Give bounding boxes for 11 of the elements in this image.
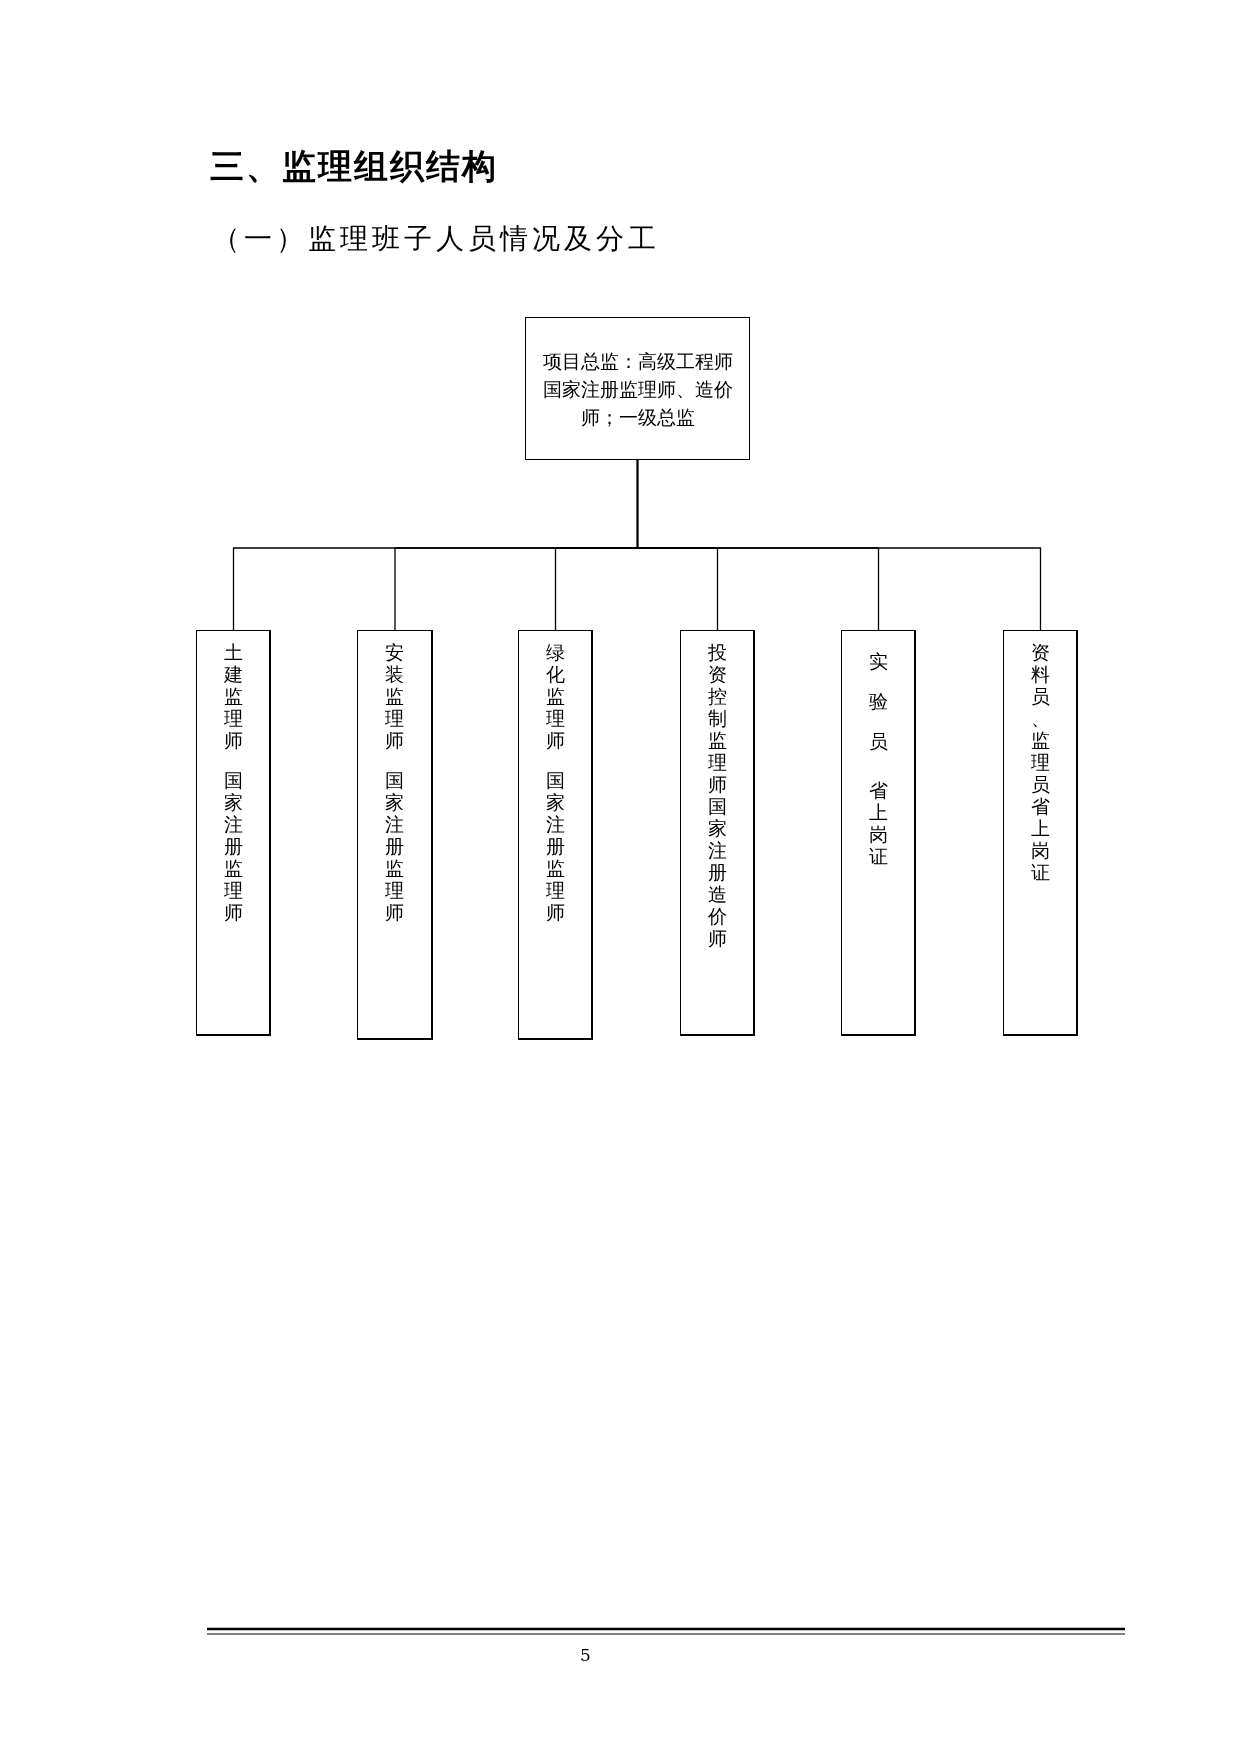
director-box: 项目总监：高级工程师 国家注册监理师、造价师；一级总监 xyxy=(525,317,750,460)
subheading: （一）监理班子人员情况及分工 xyxy=(212,221,660,257)
staff-box: 资料员、监理员省上岗证 xyxy=(1003,630,1078,1036)
staff-box: 安装监理师 国家注册监理师 xyxy=(357,630,433,1040)
page-number: 5 xyxy=(580,1645,591,1665)
staff-box: 实验员 省上岗证 xyxy=(841,630,916,1036)
staff-box: 绿化监理师 国家注册监理师 xyxy=(518,630,593,1040)
staff-box: 投资控制监理师国家注册造价师 xyxy=(680,630,755,1036)
staff-box: 土建监理师 国家注册监理师 xyxy=(196,630,271,1036)
heading: 三、监理组织结构 xyxy=(210,145,498,188)
connector-line xyxy=(636,459,1042,631)
